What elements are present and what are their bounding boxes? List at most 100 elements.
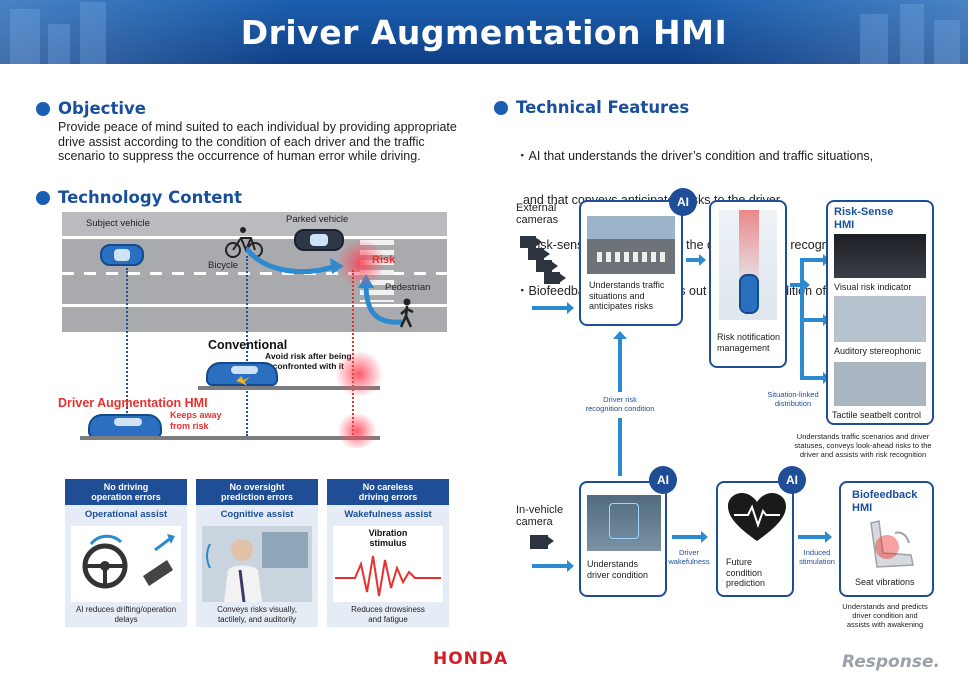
- blue-label-line: wakefulness: [668, 557, 710, 566]
- driver-wakefulness-label: Driver wakefulness: [664, 548, 714, 566]
- title-line: Biofeedback: [852, 489, 918, 501]
- building-silhouette: [48, 24, 70, 64]
- seat-icon: [870, 520, 914, 568]
- blue-label-line: distribution: [774, 399, 812, 408]
- pedestrian-icon: [399, 298, 414, 328]
- blue-label-line: Situation-linked: [767, 390, 819, 399]
- assist-box-cognitive: No oversight prediction errors Cognitive…: [196, 479, 318, 627]
- driver-understanding-box: Understands driver condition: [579, 481, 667, 597]
- assist-caption-line: delays: [114, 614, 138, 624]
- blue-label-line: recognition condition: [585, 404, 655, 413]
- dashboard-photo: [834, 234, 926, 278]
- caption-line: Understands: [587, 559, 639, 569]
- risk-sense-hmi-box: Risk-Sense HMI Visual risk indicator Aud…: [826, 200, 934, 425]
- notification-car: [739, 274, 759, 314]
- lane-line: [62, 304, 447, 307]
- flow-arrow: [800, 254, 830, 266]
- feature-bullet: ・AI that understands the driver’s condit…: [516, 149, 874, 163]
- vibration-label-line: stimulus: [369, 538, 407, 548]
- title-line: HMI: [852, 501, 873, 514]
- caption-line: prediction: [726, 578, 766, 588]
- lane-dashes: [62, 272, 447, 275]
- features-heading: Technical Features: [494, 98, 689, 117]
- assist-caption-line: and fatigue: [368, 614, 408, 624]
- dah-note-line: from risk: [170, 420, 209, 431]
- biofeedback-note: Understands and predicts driver conditio…: [830, 602, 940, 629]
- guide-line: [126, 268, 128, 416]
- invehicle-line: In-vehicle: [516, 504, 564, 516]
- external-cameras-line: cameras: [516, 214, 559, 226]
- risk-sense-title: Risk-Sense HMI: [834, 206, 893, 231]
- caption-line: situations and: [589, 290, 645, 301]
- technology-heading-text: Technology Content: [58, 188, 243, 207]
- flow-arrow: [672, 531, 708, 543]
- header-banner: Driver Augmentation HMI: [0, 0, 968, 64]
- assist-caption-line: AI reduces drifting/operation: [75, 605, 177, 614]
- bullet-dot-icon: [36, 101, 50, 116]
- crosswalk-photo: [597, 252, 667, 262]
- risk-notification-box: Risk notification management: [709, 200, 787, 368]
- road-photo: [587, 216, 675, 274]
- heartbeat-icon: [728, 493, 786, 541]
- pedestrian-label: Pedestrian: [385, 282, 431, 293]
- steering-wheel-icon: [82, 534, 175, 589]
- assist-head: No driving operation errors: [65, 479, 187, 505]
- assist-head: No oversight prediction errors: [196, 479, 318, 505]
- flow-arrow: [798, 531, 832, 543]
- dah-note: Keeps away from risk: [170, 410, 222, 431]
- traffic-understanding-box: Understands traffic situations and antic…: [579, 200, 683, 326]
- flow-arrow-up: [613, 331, 627, 392]
- assist-caption-line: tactilely, and auditorily: [217, 614, 297, 624]
- objective-text: Provide peace of mind suited to each ind…: [58, 120, 478, 164]
- driver-face-frame: [609, 503, 639, 539]
- title-line: Risk-Sense: [834, 206, 894, 218]
- assist-head-line: prediction errors: [220, 492, 294, 502]
- assist-head-line: driving errors: [358, 492, 418, 502]
- flow-arrow: [686, 254, 706, 266]
- caption-line: Risk notification: [717, 332, 781, 342]
- vibration-label: Vibration stimulus: [333, 528, 443, 548]
- parked-vehicle-label: Parked vehicle: [286, 214, 349, 225]
- note-line: Understands traffic scenarios and driver: [796, 432, 930, 441]
- guide-line: [246, 256, 248, 436]
- building-silhouette: [10, 9, 40, 64]
- driver-understanding-caption: Understands driver condition: [587, 559, 648, 580]
- assist-caption-line: Reduces drowsiness: [351, 605, 425, 614]
- risk-notification-caption: Risk notification management: [717, 332, 780, 353]
- bullet-dot-icon: [36, 190, 50, 205]
- ai-badge: AI: [778, 466, 806, 494]
- objective-line: Provide peace of mind suited to each ind…: [58, 120, 457, 134]
- tactile-caption: Tactile seatbelt control: [832, 410, 922, 420]
- ai-badge: AI: [649, 466, 677, 494]
- driver-camera-photo: [587, 495, 661, 551]
- conventional-note-line: Avoid risk after being: [265, 351, 352, 361]
- biofeedback-hmi-box: Biofeedback HMI Seat vibrations: [839, 481, 934, 597]
- technology-heading: Technology Content: [36, 188, 242, 207]
- objective-line: drive assist according to the condition …: [58, 134, 425, 149]
- subject-vehicle-label: Subject vehicle: [86, 218, 150, 229]
- sidewalk: [62, 212, 447, 236]
- objective-heading: Objective: [36, 99, 146, 118]
- vibration-wave-icon: [335, 555, 441, 597]
- honda-logo: HONDA: [433, 649, 509, 669]
- flow-arrow: [800, 314, 830, 326]
- risk-glow: [336, 240, 386, 286]
- assist-head-line: No oversight: [229, 482, 285, 492]
- assist-caption-line: Conveys risks visually,: [217, 605, 297, 614]
- caption-line: Understands traffic: [589, 280, 665, 290]
- traffic-understanding-caption: Understands traffic situations and antic…: [589, 280, 664, 312]
- vibration-label-line: Vibration: [368, 528, 408, 538]
- visual-caption: Visual risk indicator: [834, 282, 912, 292]
- blue-label-line: stimulation: [799, 557, 835, 566]
- caption-line: Future: [726, 557, 753, 567]
- building-silhouette: [934, 20, 960, 64]
- objective-line: scenario to suppress the occurrence of h…: [58, 149, 421, 163]
- driver-risk-label: Driver risk recognition condition: [578, 395, 662, 413]
- vibration-illustration: Vibration stimulus: [333, 526, 443, 602]
- bullet-dot-icon: [494, 100, 508, 115]
- flow-arrow: [790, 279, 810, 291]
- features-heading-text: Technical Features: [516, 98, 690, 117]
- conventional-label: Conventional: [208, 338, 288, 352]
- note-line: driver condition and: [852, 611, 918, 620]
- conventional-note: Avoid risk after being confronted with i…: [265, 351, 352, 371]
